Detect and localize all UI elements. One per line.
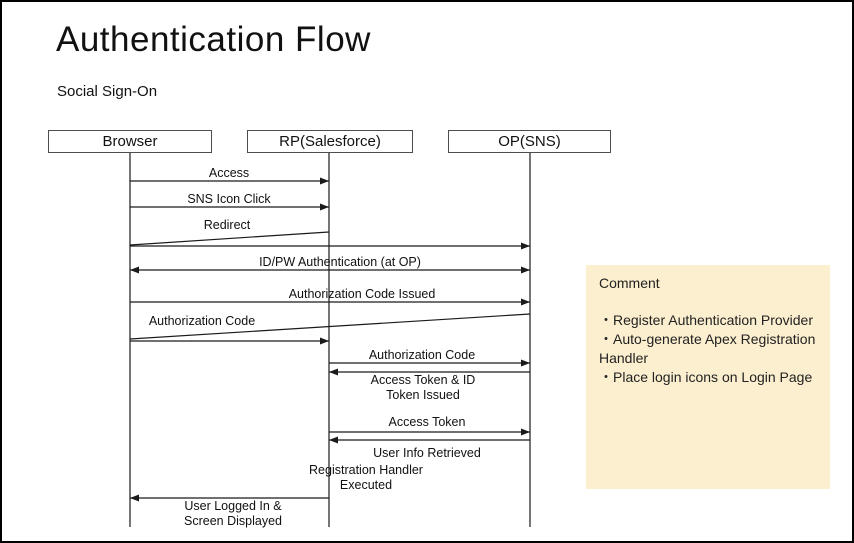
message-label-sns-icon-click: SNS Icon Click	[187, 192, 271, 206]
message-label-idpw-authentication: ID/PW Authentication (at OP)	[259, 255, 421, 269]
actor-op-sns: OP(SNS)	[448, 130, 611, 153]
comment-note: Comment ・Register Authentication Provide…	[586, 265, 830, 489]
actor-rp-salesforce: RP(Salesforce)	[247, 130, 413, 153]
comment-title: Comment	[599, 275, 660, 291]
message-label-user-logged-in: User Logged In & Screen Displayed	[184, 499, 282, 528]
page-subtitle: Social Sign-On	[57, 83, 158, 100]
message-label-registration-handler: Registration Handler Executed	[309, 463, 423, 492]
actor-browser: Browser	[48, 130, 212, 153]
message-label-user-info-retrieved: User Info Retrieved	[373, 446, 481, 460]
message-label-access: Access	[208, 166, 250, 180]
message-label-access-token: Access Token	[388, 415, 466, 429]
message-label-authorization-code-rp: Authorization Code	[368, 348, 476, 362]
arrow-redirect-diagonal	[129, 231, 330, 246]
message-label-redirect: Redirect	[203, 218, 251, 232]
page-title: Authentication Flow	[56, 20, 371, 59]
message-label-authorization-code-issued: Authorization Code Issued	[288, 287, 436, 301]
comment-bullet-auto-generate-apex: ・Auto-generate Apex Registration Handler	[599, 331, 816, 366]
message-label-authorization-code-browser: Authorization Code	[148, 314, 256, 328]
comment-bullet-register-auth-provider: ・Register Authentication Provider	[599, 312, 813, 328]
message-label-access-token-issued: Access Token & ID Token Issued	[370, 373, 476, 402]
comment-bullet-place-login-icons: ・Place login icons on Login Page	[599, 369, 813, 385]
